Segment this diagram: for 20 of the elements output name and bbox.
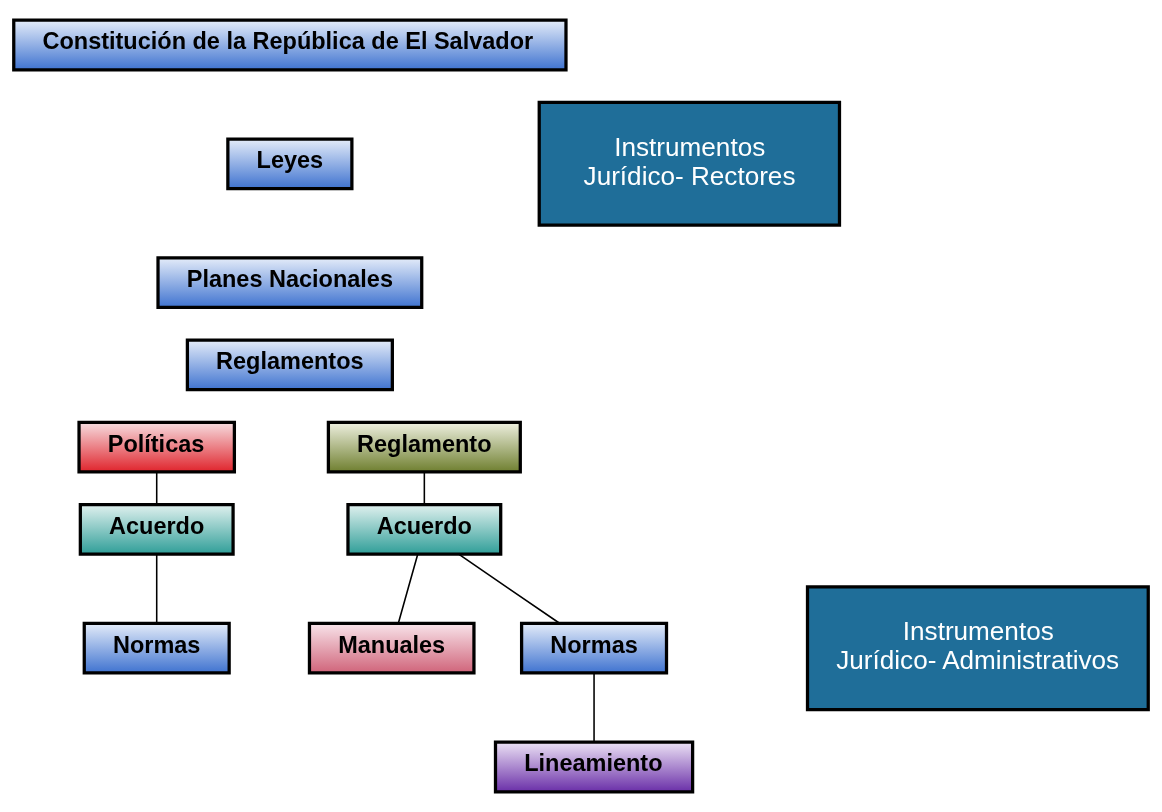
node-box: Reglamento	[326, 420, 522, 474]
node-box: Leyes	[226, 137, 354, 191]
connector	[397, 553, 419, 624]
node-box: Reglamentos	[185, 338, 394, 392]
node-box: Manuales	[307, 621, 476, 675]
node-box: Constitución de la República de El Salvador	[12, 18, 568, 72]
node-box: Planes Nacionales	[156, 256, 424, 310]
connector	[457, 553, 560, 624]
connector	[155, 553, 158, 624]
connector	[155, 471, 158, 505]
node-box: Políticas	[77, 420, 236, 474]
connector	[423, 471, 426, 505]
node-box: Instrumentos Jurídico- Administrativos	[805, 585, 1150, 712]
node-box: Acuerdo	[78, 502, 235, 556]
node-box: Instrumentos Jurídico- Rectores	[537, 100, 842, 227]
node-box: Normas	[82, 621, 231, 675]
connector	[593, 672, 595, 743]
node-box: Lineamiento	[493, 740, 695, 794]
node-box: Normas	[519, 621, 669, 675]
node-box: Acuerdo	[346, 502, 503, 556]
